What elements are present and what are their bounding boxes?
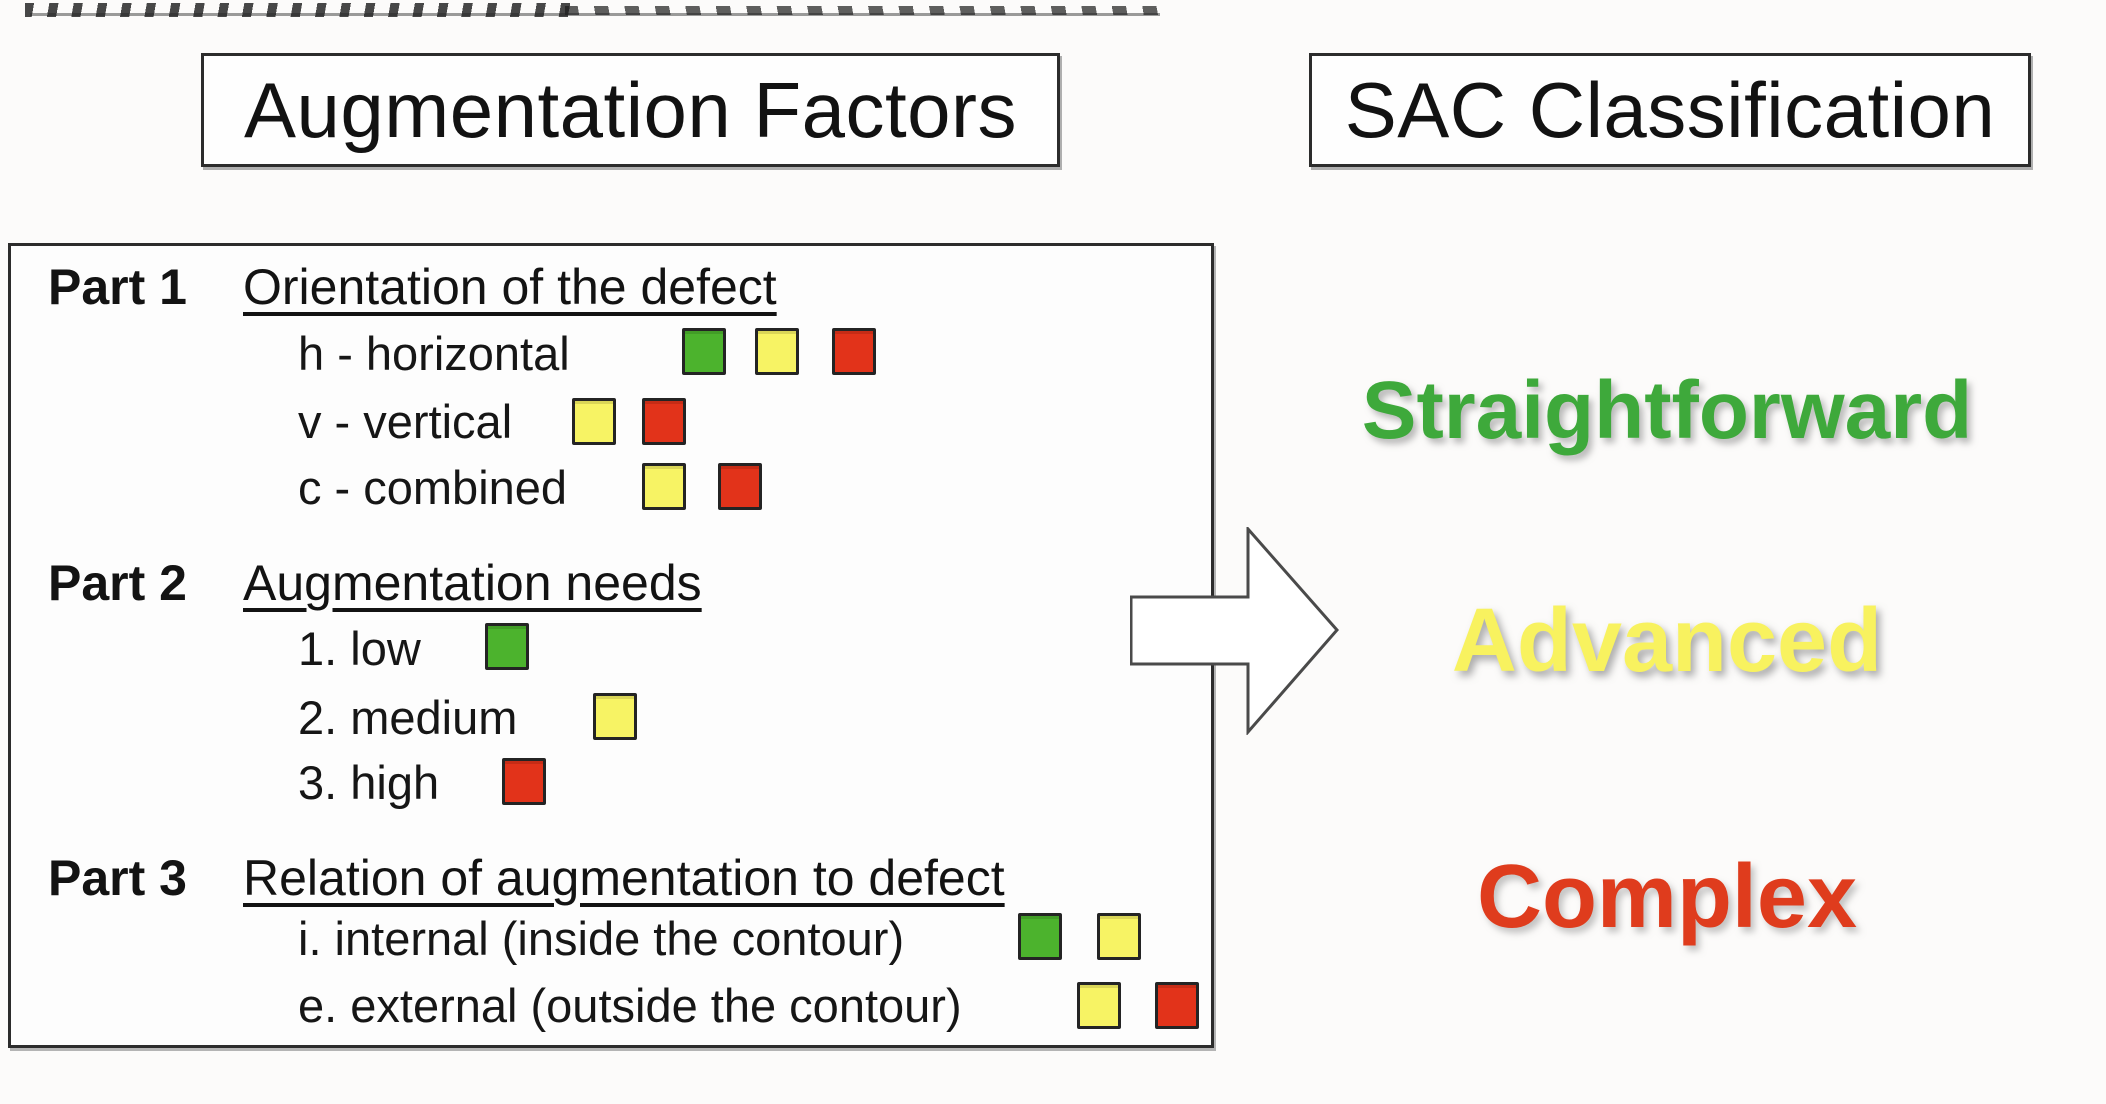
part-3-label: Part 3	[48, 850, 187, 906]
sac-classification-title: SAC Classification	[1344, 65, 1996, 154]
cropped-content-artifact	[25, 3, 570, 17]
rating-square-yellow	[642, 463, 686, 510]
factor-item-internal: i. internal (inside the contour)	[298, 912, 905, 965]
cropped-content-artifact	[565, 6, 1165, 15]
classification-complex: Complex	[1476, 847, 1858, 947]
part-2-label: Part 2	[48, 555, 187, 611]
factor-item-low: 1. low	[298, 622, 421, 675]
classification-straightforward: Straightforward	[1361, 365, 1973, 456]
augmentation-factors-panel: Part 1 Orientation of the defect h - hor…	[8, 243, 1214, 1048]
cropped-content-artifact	[30, 13, 1160, 16]
part-1-heading: Orientation of the defect	[243, 259, 777, 315]
rating-square-red	[718, 463, 762, 510]
rating-square-yellow	[1077, 982, 1121, 1029]
sac-classification-title-box: SAC Classification	[1309, 53, 2031, 167]
augmentation-factors-title: Augmentation Factors	[243, 65, 1018, 154]
factor-item-vertical: v - vertical	[298, 395, 513, 448]
augmentation-factors-title-box: Augmentation Factors	[201, 53, 1060, 167]
factor-item-horizontal: h - horizontal	[298, 327, 570, 380]
rating-square-green	[485, 623, 529, 670]
part-1-label: Part 1	[48, 259, 187, 315]
rating-square-yellow	[1097, 913, 1141, 960]
rating-square-green	[682, 328, 726, 375]
factor-item-external: e. external (outside the contour)	[298, 979, 962, 1032]
rating-square-yellow	[755, 328, 799, 375]
part-3-heading: Relation of augmentation to defect	[243, 850, 1005, 906]
rating-square-green	[1018, 913, 1062, 960]
factor-item-medium: 2. medium	[298, 691, 518, 744]
factor-item-combined: c - combined	[298, 461, 568, 514]
rating-square-red	[502, 758, 546, 805]
classification-advanced: Advanced	[1451, 591, 1883, 691]
rating-square-yellow	[593, 693, 637, 740]
rating-square-red	[832, 328, 876, 375]
right-arrow	[1130, 527, 1339, 735]
factor-item-high: 3. high	[298, 756, 440, 809]
rating-square-yellow	[572, 398, 616, 445]
rating-square-red	[642, 398, 686, 445]
part-2-heading: Augmentation needs	[243, 555, 702, 611]
rating-square-red	[1155, 982, 1199, 1029]
